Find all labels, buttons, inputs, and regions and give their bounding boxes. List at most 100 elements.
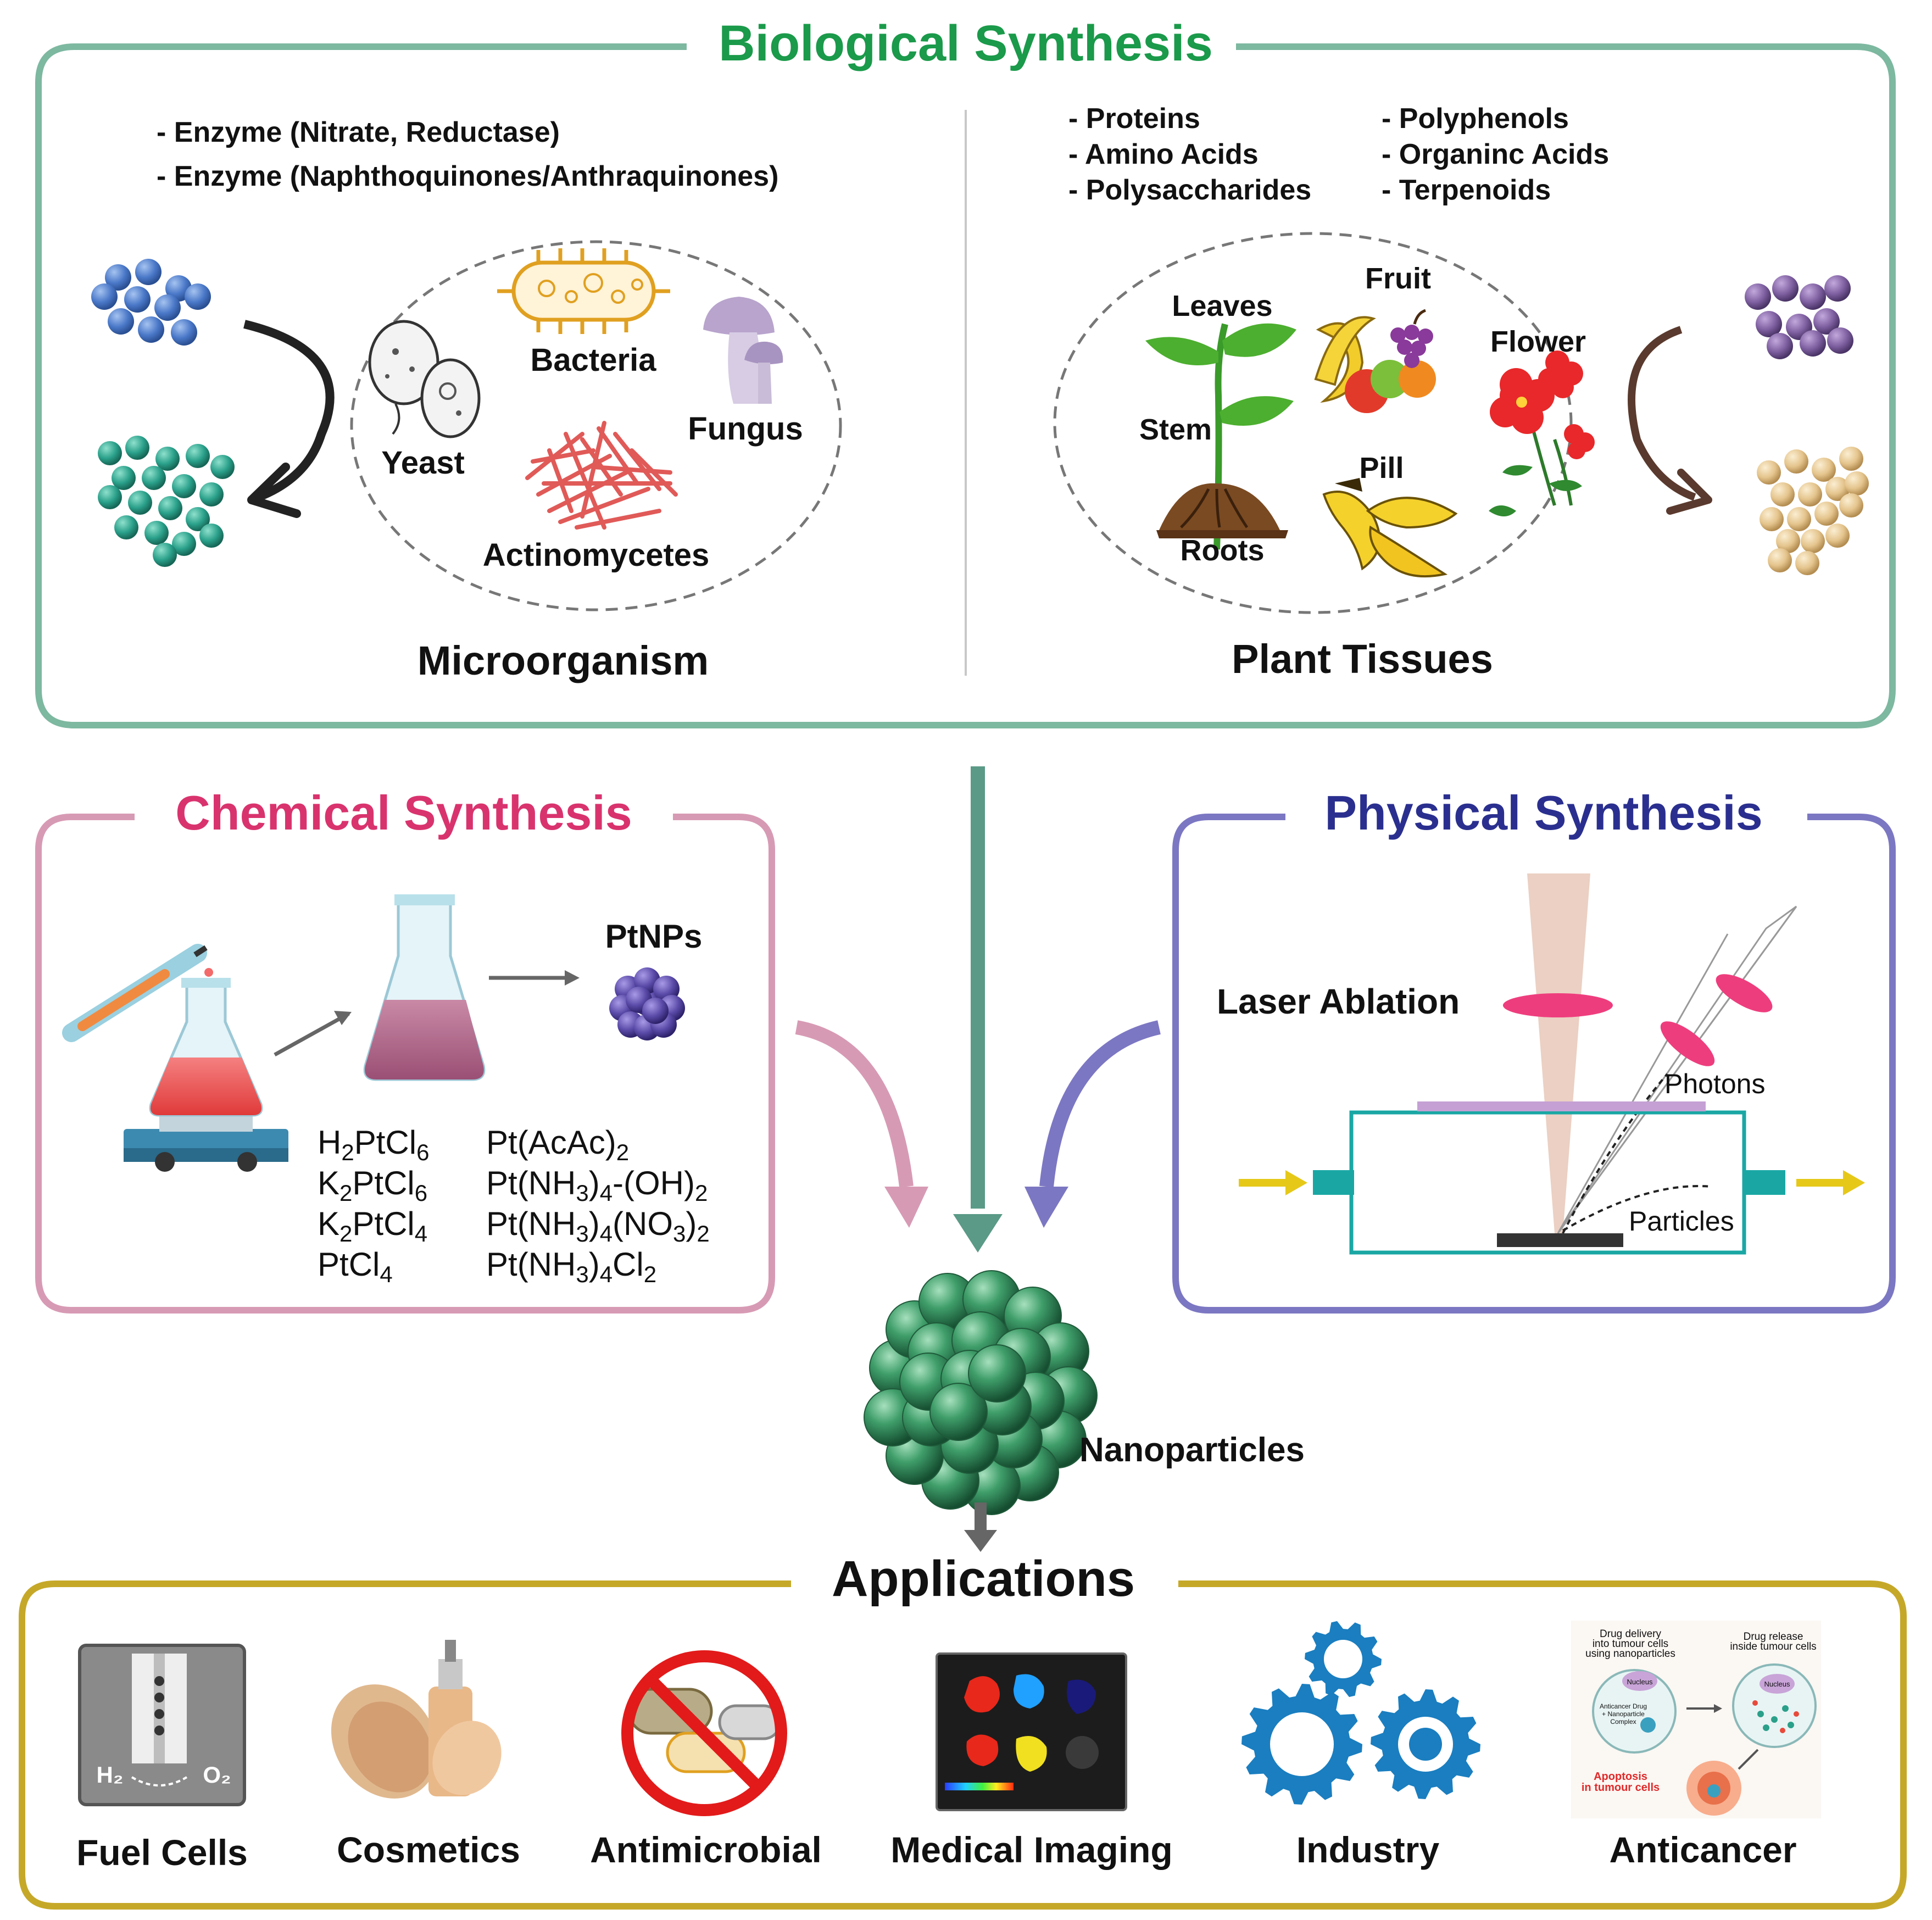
tan-particle — [1784, 449, 1808, 474]
precursor-formula-part: 3 — [576, 1221, 588, 1246]
precursor-formula-part: Pt(NH — [486, 1165, 576, 1201]
app-label-industry: Industry — [1296, 1829, 1440, 1870]
violet-particle — [1827, 327, 1853, 354]
compound-polysaccharides: - Polysaccharides — [1068, 174, 1311, 206]
precursor-formula-part: PtCl — [352, 1165, 414, 1201]
yeast-icon — [368, 320, 481, 438]
tan-particle — [1770, 482, 1795, 507]
microorganism-caption: Microorganism — [417, 638, 709, 683]
actinomycetes-label: Actinomycetes — [483, 537, 710, 573]
laser-icon — [1239, 873, 1865, 1255]
enzyme-line-1: - Enzyme (Nitrate, Reductase) — [157, 116, 560, 148]
chem-arrow-1-head — [334, 1011, 352, 1025]
precursor-formula-part: -(OH) — [613, 1165, 695, 1201]
anticancer-complex-3: Complex — [1610, 1718, 1636, 1726]
anticancer-delivery-1: Drug delivery — [1600, 1628, 1661, 1640]
precursor-formula-part: 3 — [576, 1261, 588, 1287]
violet-particle-cluster — [1745, 275, 1853, 359]
laser-ablation-label: Laser Ablation — [1217, 982, 1460, 1021]
biological-arrow-head — [953, 1214, 1003, 1253]
blue-particle — [105, 264, 131, 291]
precursor-formula-part: 2 — [697, 1221, 709, 1246]
teal-particle — [172, 532, 196, 556]
physical-frame — [1172, 814, 1896, 1314]
nanoparticles-label: Nanoparticles — [1079, 1431, 1305, 1469]
app-label-anticancer: Anticancer — [1609, 1829, 1796, 1870]
teal-particle — [155, 447, 180, 471]
micro-arrow-head — [247, 463, 301, 518]
leaves-label: Leaves — [1172, 290, 1272, 322]
precursor-formula-part: 4 — [600, 1180, 613, 1206]
violet-particle — [1745, 283, 1771, 310]
actinomycetes-filament — [591, 465, 672, 475]
teal-particle — [114, 515, 138, 539]
plant-reduction-arrow — [1628, 326, 1696, 501]
anticancer-complex-1: Anticancer Drug — [1600, 1702, 1647, 1710]
applications-title: Applications — [832, 1551, 1135, 1607]
chem-arrow-1 — [274, 1011, 350, 1057]
teal-particle — [128, 491, 152, 515]
actinomycetes-filament — [613, 432, 661, 491]
blue-particle — [154, 294, 181, 321]
ptnp-sphere — [642, 998, 669, 1024]
applications-frame — [19, 1580, 1907, 1910]
blue-particle — [138, 316, 164, 343]
enzyme-line-2: - Enzyme (Naphthoquinones/Anthraquinones… — [157, 160, 778, 192]
anticancer-apoptosis-1: Apoptosis — [1594, 1771, 1647, 1783]
plant-caption: Plant Tissues — [1232, 636, 1493, 682]
tan-particle — [1801, 529, 1825, 553]
gear-icon — [1241, 1621, 1480, 1805]
app-label-cosmetics: Cosmetics — [337, 1829, 520, 1870]
precursor-formula-part: 4 — [380, 1261, 392, 1287]
micro-reduction-arrow — [243, 320, 335, 502]
tan-particle — [1845, 471, 1869, 496]
violet-particle — [1756, 311, 1782, 337]
teal-particle — [153, 543, 177, 567]
precursor-formula-part: 6 — [415, 1180, 427, 1206]
compound-polyphenols: - Polyphenols — [1382, 103, 1569, 135]
nanoparticle-cluster — [864, 1270, 1098, 1515]
biological-title: Biological Synthesis — [719, 15, 1213, 71]
roots-label: Roots — [1181, 534, 1265, 567]
anticancer-delivery-2: into tumour cells — [1593, 1638, 1668, 1650]
tan-particle — [1825, 477, 1850, 501]
teal-particle — [112, 466, 136, 490]
fruit-label: Fruit — [1365, 262, 1431, 295]
anticancer-complex-2: + Nanoparticle — [1602, 1710, 1645, 1718]
violet-particle — [1800, 283, 1826, 310]
anticancer-nucleus-1: Nucleus — [1627, 1678, 1653, 1686]
violet-particle — [1813, 308, 1840, 335]
compound-organic-acids: - Organinc Acids — [1382, 138, 1609, 170]
actinomycetes-filament — [558, 487, 650, 524]
fungus-label: Fungus — [688, 411, 803, 447]
actinomycetes-filament — [547, 448, 574, 513]
flower-label: Flower — [1490, 325, 1586, 358]
chemical-arrow-head — [884, 1187, 928, 1228]
stem-label: Stem — [1139, 413, 1212, 446]
teal-particle — [144, 521, 169, 545]
precursor-formula-part: (NO — [613, 1205, 673, 1242]
precursor-formula-part: Cl — [613, 1246, 644, 1283]
tan-particle — [1757, 460, 1781, 485]
teal-particle — [98, 485, 122, 509]
chemical-frame — [35, 814, 775, 1314]
precursor-formula-part: PtCl — [352, 1205, 414, 1242]
plant-icon — [1145, 323, 1296, 550]
precursor-formula-part: 4 — [415, 1221, 427, 1246]
pill-label: Pill — [1359, 452, 1404, 485]
tan-particle — [1760, 507, 1784, 531]
precursor-formula-part: Pt(AcAc) — [486, 1124, 616, 1161]
precursor-formula-part: 2 — [341, 1139, 354, 1165]
tan-particle — [1814, 502, 1839, 526]
precursor-formula-part: Pt(NH — [486, 1246, 576, 1283]
biological-frame — [35, 43, 1896, 728]
no-bacteria-icon — [621, 1650, 787, 1816]
fruit-icon — [1314, 309, 1436, 413]
biological-panel: Biological Synthesis - Enzyme (Nitrate, … — [35, 15, 1896, 728]
blue-particle — [124, 286, 151, 313]
blue-particle — [91, 283, 118, 310]
imaging-icon — [936, 1652, 1127, 1811]
precursor-formula-part: Pt(NH — [486, 1205, 576, 1242]
teal-particle — [199, 524, 224, 548]
violet-particle — [1772, 275, 1799, 302]
